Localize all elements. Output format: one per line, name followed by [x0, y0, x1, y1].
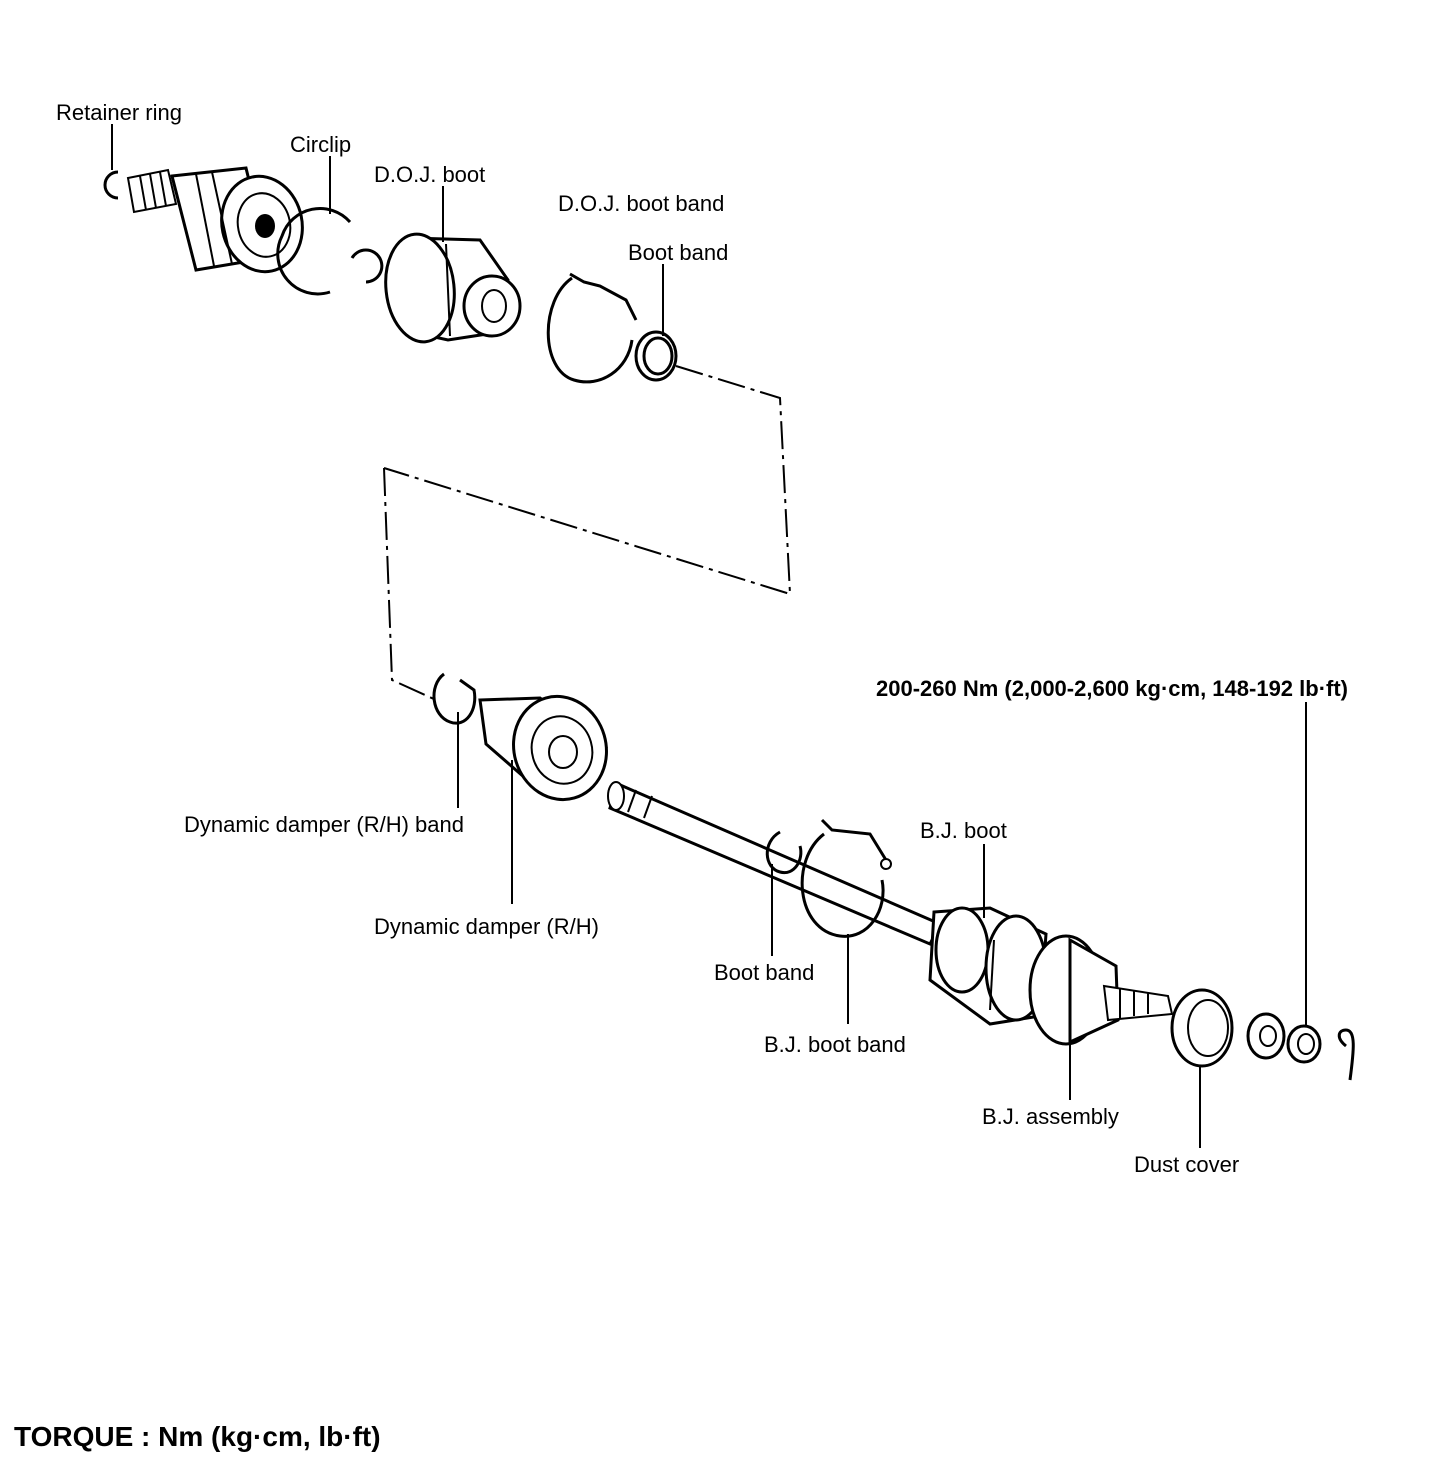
- boot-band-bottom-part: [765, 830, 803, 875]
- label-boot-band-top: Boot band: [628, 240, 728, 265]
- dynamic-damper-part: [478, 694, 608, 802]
- boot-band-top-part: [634, 330, 678, 382]
- label-bj-boot: B.J. boot: [920, 818, 1007, 843]
- label-doj-boot: D.O.J. boot: [374, 162, 485, 187]
- phantom-line-lower: [383, 467, 437, 701]
- axle-shaft-part: [607, 781, 943, 946]
- label-torque-spec: 200-260 Nm (2,000-2,600 kg·cm, 148-192 l…: [876, 676, 1348, 701]
- bj-boot-part: [928, 906, 1048, 1026]
- label-boot-band-bottom: Boot band: [714, 960, 814, 985]
- retainer-ring-part: [103, 170, 119, 200]
- circlip-part: [276, 207, 384, 296]
- dust-cover-part: [1170, 988, 1234, 1068]
- label-retainer-ring: Retainer ring: [56, 100, 182, 125]
- phantom-line-upper: [383, 365, 792, 596]
- washer-part: [1246, 1012, 1286, 1060]
- bj-assembly-part: [1028, 934, 1174, 1046]
- bj-boot-band-part: [800, 818, 892, 938]
- dynamic-damper-band-part: [432, 672, 477, 725]
- label-bj-assembly: B.J. assembly: [982, 1104, 1119, 1129]
- doj-boot-band-part: [546, 272, 638, 384]
- doj-outer-race-part: [126, 166, 304, 274]
- label-doj-boot-band: D.O.J. boot band: [558, 191, 724, 216]
- label-circlip: Circlip: [290, 132, 351, 157]
- torque-legend: TORQUE : Nm (kg·cm, lb·ft): [14, 1421, 381, 1452]
- label-dynamic-damper: Dynamic damper (R/H): [374, 914, 599, 939]
- hub-nut-part: [1286, 1024, 1322, 1064]
- doj-boot-part: [384, 232, 522, 344]
- label-bj-boot-band: B.J. boot band: [764, 1032, 906, 1057]
- label-dynamic-damper-band: Dynamic damper (R/H) band: [184, 812, 464, 837]
- cotter-pin-part: [1337, 1028, 1355, 1081]
- label-dust-cover: Dust cover: [1134, 1152, 1239, 1177]
